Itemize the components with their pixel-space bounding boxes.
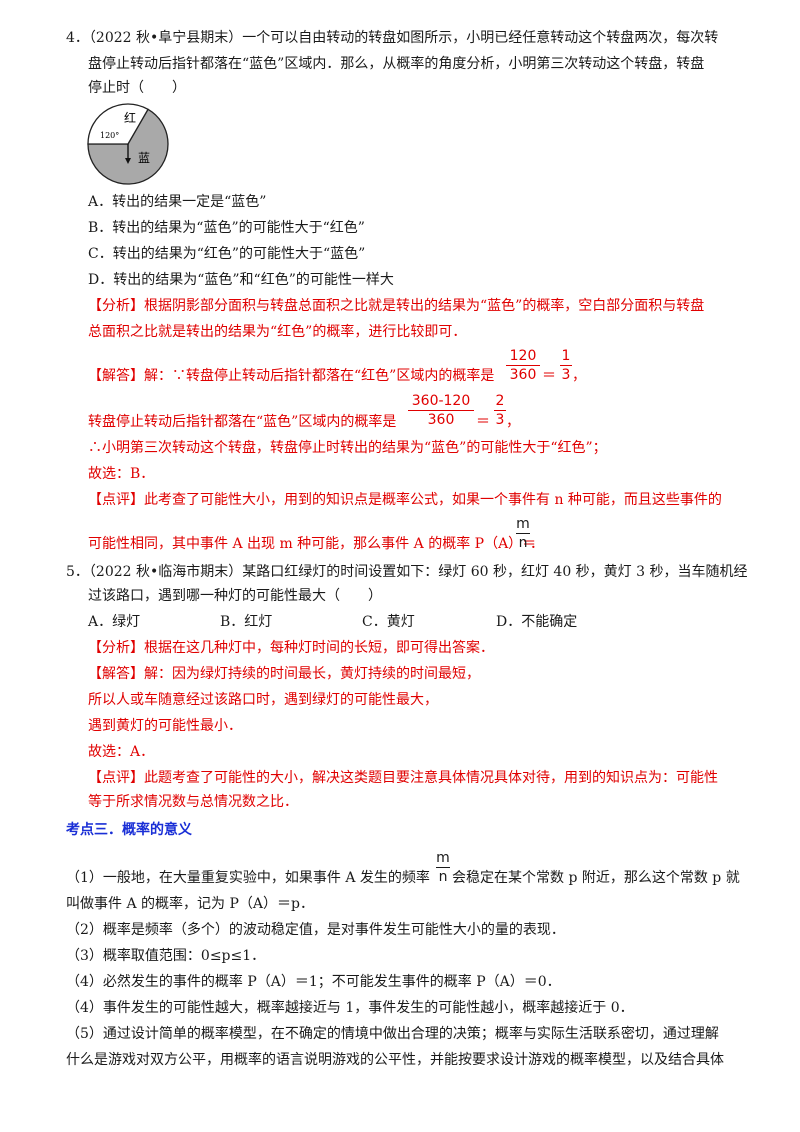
fraction-numerator: 120: [509, 348, 537, 364]
q4-comment-line1: 【点评】此考查了可能性大小，用到的知识点是概率公式，如果一个事件有 n 种可能，…: [88, 492, 722, 508]
q5-option-b: B．红灯: [220, 614, 273, 630]
section-p7: 什么是游戏对双方公平，用概率的语言说明游戏的公平性，并能按要求设计游戏的概率模型…: [66, 1052, 724, 1068]
q5-answer-line3: 遇到黄灯的可能性最小．: [88, 718, 242, 734]
spinner-pointer-arrow-icon: [125, 158, 131, 164]
q4-option-b: B．转出的结果为“蓝色”的可能性大于“红色”: [88, 220, 365, 236]
q4-option-c: C．转出的结果为“红色”的可能性大于“蓝色”: [88, 246, 366, 262]
fraction-denominator: n: [438, 869, 448, 885]
section-p3: （3）概率取值范围：0≤p≤1．: [66, 948, 266, 964]
period: ．: [530, 536, 544, 552]
q5-answer-line2: 所以人或车随意经过该路口时，遇到绿灯的可能性最大，: [88, 692, 438, 708]
q4-option-d: D．转出的结果为“蓝色”和“红色”的可能性一样大: [88, 272, 394, 288]
comma: ，: [572, 368, 586, 384]
q5-answer-line4: 故选：A．: [88, 744, 155, 760]
q4-comment-line2: 可能性相同，其中事件 A 出现 m 种可能，那么事件 A 的概率 P（A）＝: [88, 536, 537, 552]
q4-stem-line2: 盘停止转动后指针都落在“蓝色”区域内．那么，从概率的角度分析，小明第三次转动这个…: [88, 56, 705, 72]
q4-fraction-m-over-n: m n: [516, 516, 530, 551]
q5-analysis: 【分析】根据在这几种灯中，每种灯时间的长短，即可得出答案．: [88, 640, 494, 656]
section-p5: （4）事件发生的可能性越大，概率越接近与 1，事件发生的可能性越小，概率越接近于…: [66, 1000, 634, 1016]
q4-fraction-blue: 360-120 360: [408, 393, 474, 428]
fraction-numerator: 1: [561, 348, 571, 364]
q4-analysis-line1: 【分析】根据阴影部分面积与转盘总面积之比就是转出的结果为“蓝色”的概率，空白部分…: [88, 298, 705, 314]
fraction-denominator: 3: [495, 412, 505, 428]
section-p1-part3: 叫做事件 A 的概率，记为 P（A）＝p．: [66, 896, 314, 912]
spinner-diagram: 红 120° 蓝: [87, 103, 169, 185]
fraction-denominator: 360: [427, 412, 455, 428]
spinner-angle-label: 120°: [100, 131, 119, 140]
q4-analysis-line2: 总面积之比就是转出的结果为“红色”的概率，进行比较即可．: [88, 324, 467, 340]
fraction-denominator: 3: [561, 367, 571, 383]
q4-stem-line3: 停止时（ ）: [88, 80, 186, 96]
q5-option-c: C．黄灯: [362, 614, 415, 630]
q5-comment-line1: 【点评】此题考查了可能性的大小，解决这类题目要注意具体情况具体对待，用到的知识点…: [88, 770, 718, 786]
q4-fraction-blue-result: 2 3: [494, 393, 506, 428]
q4-option-a: A．转出的结果一定是“蓝色”: [88, 194, 267, 210]
q5-option-a: A．绿灯: [88, 614, 141, 630]
fraction-numerator: m: [516, 516, 530, 532]
q4-fraction-red-result: 1 3: [560, 348, 572, 383]
q5-options-row: A．绿灯 B．红灯 C．黄灯 D．不能确定: [88, 612, 577, 632]
q5-stem-line1: 5．（2022 秋•临海市期末）某路口红绿灯的时间设置如下：绿灯 60 秒，红灯…: [66, 564, 748, 580]
section-title: 考点三．概率的意义: [66, 822, 192, 838]
q4-answer-line3: ∴小明第三次转动这个转盘，转盘停止时转出的结果为“蓝色”的可能性大于“红色”；: [88, 440, 607, 456]
section-p2: （2）概率是频率（多个）的波动稳定值，是对事件发生可能性大小的量的表现．: [66, 922, 565, 938]
q4-fraction-red: 120 360: [506, 348, 540, 383]
q4-stem-line1: 4．（2022 秋•阜宁县期末）一个可以自由转动的转盘如图所示，小明已经任意转动…: [66, 30, 719, 46]
fraction-numerator: m: [436, 850, 450, 866]
section-p1-part2: 会稳定在某个常数 p 附近，那么这个常数 p 就: [452, 870, 740, 886]
q5-option-d: D．不能确定: [496, 614, 578, 630]
spinner-blue-label: 蓝: [138, 151, 150, 165]
spinner-red-label: 红: [124, 110, 136, 125]
q5-answer-line1: 【解答】解：因为绿灯持续的时间最长，黄灯持续的时间最短，: [88, 666, 480, 682]
section-p4: （4）必然发生的事件的概率 P（A）＝1；不可能发生事件的概率 P（A）＝0．: [66, 974, 561, 990]
comma: ，: [506, 414, 520, 430]
q5-comment-line2: 等于所求情况数与总情况数之比．: [88, 794, 298, 810]
spinner-red-sector: [87, 103, 149, 145]
fraction-numerator: 360-120: [411, 393, 471, 409]
q4-answer-line4: 故选：B．: [88, 466, 155, 482]
fraction-denominator: 360: [509, 367, 537, 383]
q5-stem-line2: 过该路口，遇到哪一种灯的可能性最大（ ）: [88, 588, 382, 604]
fraction-denominator: n: [518, 535, 528, 551]
q4-answer-line2: 转盘停止转动后指针都落在“蓝色”区域内的概率是: [88, 414, 397, 430]
fraction-numerator: 2: [495, 393, 505, 409]
equals-sign: ＝: [476, 414, 490, 430]
section-p6: （5）通过设计简单的概率模型，在不确定的情境中做出合理的决策；概率与实际生活联系…: [66, 1026, 719, 1042]
section-fraction-m-over-n: m n: [436, 850, 450, 885]
section-p1-part1: （1）一般地，在大量重复实验中，如果事件 A 发生的频率: [66, 870, 430, 886]
equals-sign: ＝: [542, 368, 556, 384]
q4-answer-line1: 【解答】解：∵转盘停止转动后指针都落在“红色”区域内的概率是: [88, 368, 495, 384]
